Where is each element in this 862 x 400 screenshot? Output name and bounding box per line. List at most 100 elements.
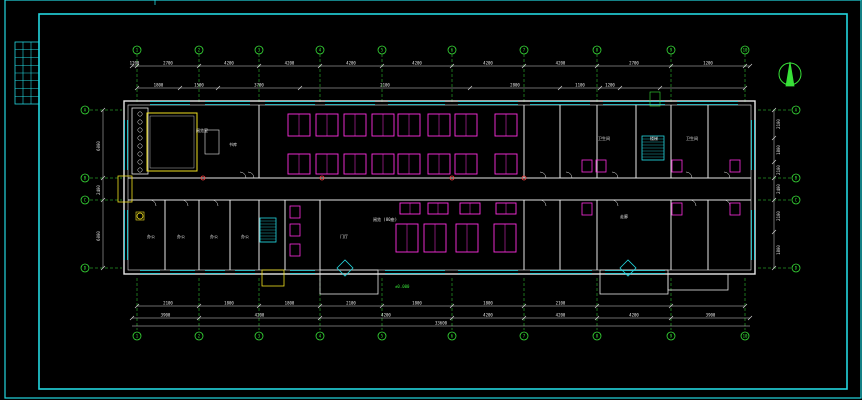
dim-right-tick <box>771 107 777 113</box>
axis-label-col: 10 <box>743 334 748 339</box>
axis-bubble-icon <box>254 331 264 341</box>
dim-right-tick <box>771 197 777 203</box>
dim-bottom-outer-text: 3900 <box>161 313 171 318</box>
room-label-reading: 阅览室 <box>196 127 208 133</box>
column-mark <box>137 167 143 173</box>
elevation-mark: ±0.000 <box>395 284 410 289</box>
dim-right-tick <box>771 265 777 271</box>
axis-bubble-icon <box>592 331 602 341</box>
dim-left-tick <box>100 175 106 181</box>
dim-right-tick <box>771 135 777 141</box>
dim-bottom-inner-text: 2100 <box>163 301 173 306</box>
toilet-fixture <box>729 159 741 173</box>
dim-bottom-outer-tick <box>747 315 753 321</box>
dim-right-text: 2400 <box>776 184 781 194</box>
dim-top-outer-tick <box>747 63 753 69</box>
dim-bottom-inner-tick <box>594 303 600 309</box>
room-label-reading-2: 阅览 (80座) <box>373 216 397 222</box>
dim-top-inner-text: 2100 <box>380 83 390 88</box>
dim-top-inner-tick <box>177 85 183 91</box>
axis-bubble-icon <box>132 45 142 55</box>
dim-bottom-inner-tick <box>742 303 748 309</box>
axis-label-row: C <box>795 198 798 203</box>
dim-top-inner-tick <box>467 85 473 91</box>
service-desk <box>204 129 220 155</box>
dim-top-outer-text: 4200 <box>412 61 422 66</box>
column-mark <box>137 159 143 165</box>
fire-hydrant-icon <box>200 175 206 181</box>
axis-label-col: 6 <box>451 334 454 339</box>
roof-access <box>649 91 661 107</box>
dim-top-inner-tick <box>297 85 303 91</box>
axis-bubble-icon <box>791 263 801 273</box>
dim-top-outer-text: 4200 <box>224 61 234 66</box>
room-label-stack: 书库 <box>229 141 237 147</box>
axis-label-col: 7 <box>523 334 526 339</box>
column-mark <box>137 151 143 157</box>
axis-bubble-icon <box>315 331 325 341</box>
door-swing <box>611 199 619 207</box>
room-label-office-4: 办公 <box>241 233 249 239</box>
axis-bubble-icon <box>447 331 457 341</box>
axis-label-col: 10 <box>743 48 748 53</box>
room-label-office-3: 办公 <box>210 233 218 239</box>
dim-bottom-inner-tick <box>668 303 674 309</box>
dim-bottom-outer-tick <box>449 315 455 321</box>
dim-top-outer-tick <box>196 63 202 69</box>
dim-bottom-outer-tick <box>521 315 527 321</box>
dim-top-outer-text: 2700 <box>629 61 639 66</box>
entry-door <box>336 259 354 277</box>
dim-bottom-outer-tick <box>317 315 323 321</box>
drain-icon <box>136 212 144 220</box>
dim-bottom-outer-text: 3900 <box>706 313 716 318</box>
dim-top-inner-tick <box>657 85 663 91</box>
windows <box>124 101 755 274</box>
fire-hydrant-icon <box>319 175 325 181</box>
toilet-fixture <box>671 159 683 173</box>
axis-label-row: B <box>84 176 87 181</box>
axis-label-row: D <box>795 266 798 271</box>
dim-top-outer-text: 4200 <box>556 61 566 66</box>
toilet-fixture <box>289 205 301 219</box>
axis-bubble-icon <box>132 331 142 341</box>
dim-bottom-inner-text: 1800 <box>224 301 234 306</box>
dim-top-inner-tick <box>597 85 603 91</box>
dim-right-text: 1800 <box>776 145 781 155</box>
axis-bubble-icon <box>666 45 676 55</box>
dim-bottom-inner-text: 1800 <box>412 301 422 306</box>
dim-top-outer-text: 4200 <box>346 61 356 66</box>
column-mark <box>137 143 143 149</box>
door-swing <box>685 171 693 179</box>
dim-top-outer-tick <box>134 63 140 69</box>
room-label-corridor: 走廊 <box>620 213 628 219</box>
axis-bubble-icon <box>519 331 529 341</box>
dim-right-tick <box>771 159 777 165</box>
axis-label-col: 2 <box>198 48 201 53</box>
stair-left <box>131 107 149 175</box>
dim-total-text: 33600 <box>435 321 448 326</box>
dim-bottom-outer-tick <box>668 315 674 321</box>
dim-bottom-inner-text: 2100 <box>556 301 566 306</box>
left-porch <box>117 175 133 203</box>
axis-label-col: 1 <box>136 48 139 53</box>
room-labels: 阅览室 阅览 (80座) 办公 办公 办公 办公 书库 走廊 卫生间 卫生间 楼… <box>147 127 698 289</box>
dim-bottom-inner-tick <box>521 303 527 309</box>
dim-bottom-inner-tick <box>449 303 455 309</box>
axis-label-col: 1 <box>136 334 139 339</box>
room-label-office-1: 办公 <box>147 233 155 239</box>
dim-top-outer-tick <box>256 63 262 69</box>
dim-right-tick <box>771 229 777 235</box>
dim-left-text: 2400 <box>96 185 101 195</box>
column-mark <box>137 135 143 141</box>
dim-bottom-inner-text: 1800 <box>285 301 295 306</box>
dim-top-outer-tick <box>742 63 748 69</box>
dim-bottom-inner-tick <box>379 303 385 309</box>
room-label-toilet-1: 卫生间 <box>598 135 610 141</box>
axis-label-col: 6 <box>451 48 454 53</box>
dim-top-outer-tick <box>129 63 135 69</box>
dim-top-inner-text: 1100 <box>575 83 585 88</box>
axis-label-col: 8 <box>596 334 599 339</box>
axis-bubble-icon <box>80 195 90 205</box>
